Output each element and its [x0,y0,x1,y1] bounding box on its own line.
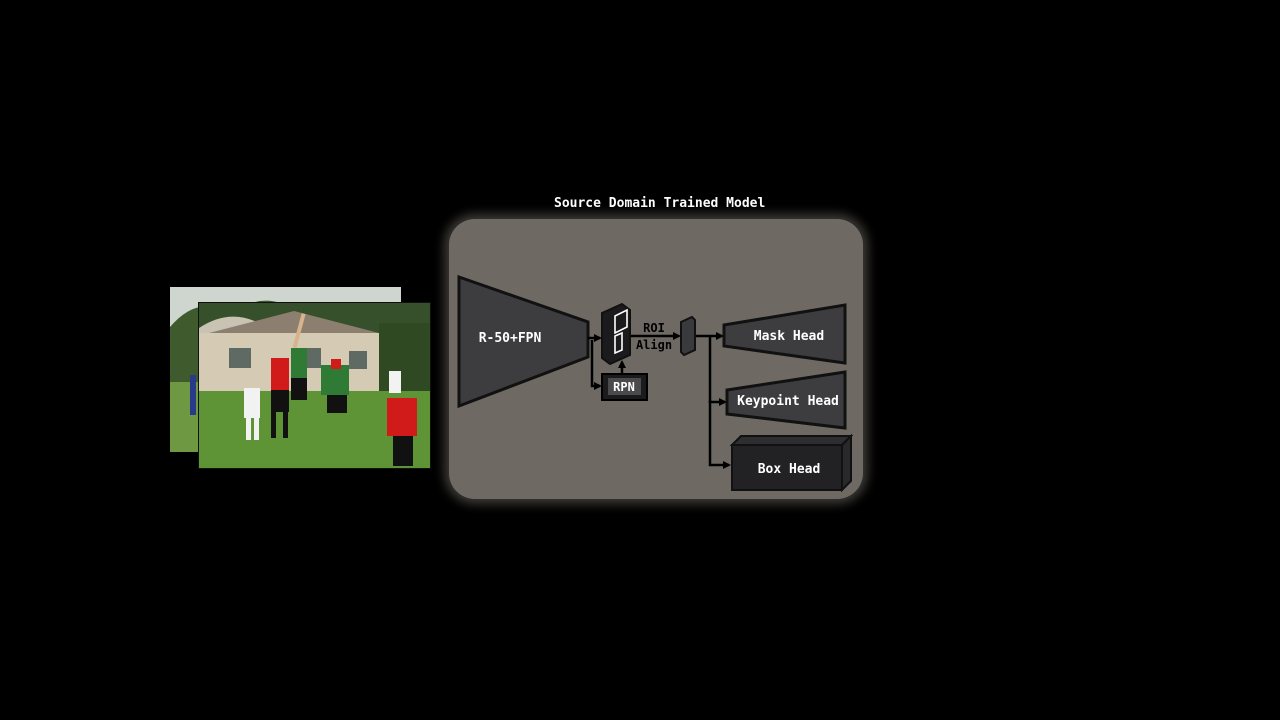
backbone-label: R-50+FPN [479,331,542,346]
keypoint-head-block: Keypoint Head [725,370,847,430]
feature-map [601,302,631,366]
backbone-block: R-50+FPN [457,274,590,409]
roi-feature [680,315,696,357]
mask-head-block: Mask Head [722,303,847,365]
roi-align-label-line1: ROI [643,321,665,335]
diagram-title: Source Domain Trained Model [554,196,766,211]
input-image-front [198,302,431,469]
box-head-label: Box Head [758,462,821,477]
connectors [588,332,731,469]
box-head-block: Box Head [729,433,854,493]
keypoint-head-label: Keypoint Head [737,394,839,409]
rpn-block: RPN [601,373,648,401]
mask-head-label: Mask Head [754,329,824,344]
roi-align-label-line2: Align [636,338,672,352]
rpn-label: RPN [613,380,635,394]
